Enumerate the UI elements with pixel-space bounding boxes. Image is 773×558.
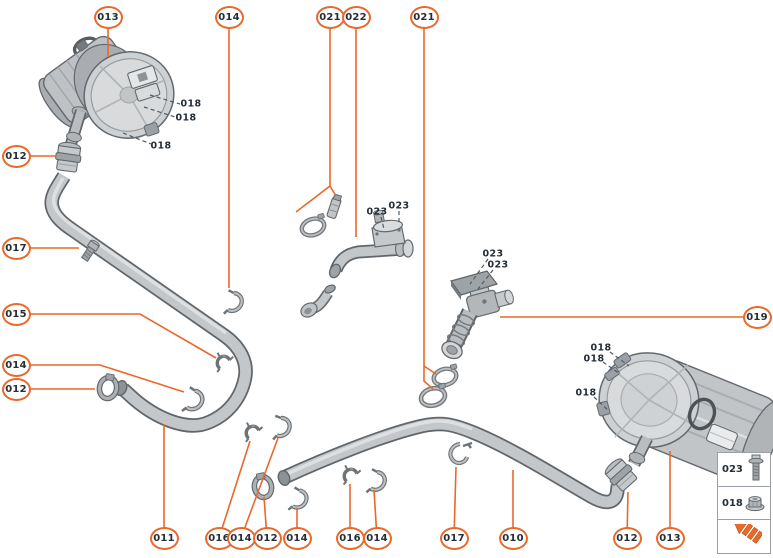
callout-013[interactable]: 013	[93, 5, 123, 29]
callout-017[interactable]: 017	[439, 526, 469, 550]
callout-021[interactable]: 021	[315, 5, 345, 29]
part-label-018: 018	[590, 342, 612, 354]
direction-arrow-icon	[732, 523, 762, 544]
valve-019	[441, 270, 514, 360]
legend-box: 023 018	[717, 452, 771, 554]
callout-014[interactable]: 014	[1, 353, 31, 377]
legend-row-bolt: 023	[718, 453, 770, 487]
callout-012[interactable]: 012	[1, 377, 31, 401]
dashed-leaders	[122, 94, 630, 412]
callout-014[interactable]: 014	[362, 526, 392, 550]
connector-012-left	[55, 141, 82, 173]
callout-013[interactable]: 013	[655, 526, 685, 550]
part-label-023: 023	[487, 259, 509, 271]
legend-row-direction	[718, 520, 770, 553]
legend-bolt-label: 023	[722, 463, 743, 475]
part-label-018: 018	[175, 112, 197, 124]
part-label-018: 018	[150, 140, 172, 152]
part-label-018: 018	[575, 387, 597, 399]
elbow-pipe-022	[328, 209, 414, 279]
hose-011	[44, 172, 253, 433]
part-label-023: 023	[366, 206, 388, 218]
elbow-connector	[300, 284, 336, 318]
connector-012-right	[604, 458, 638, 492]
callout-014[interactable]: 014	[214, 5, 244, 29]
clamp-021-a	[299, 193, 343, 238]
callout-019[interactable]: 019	[742, 305, 772, 329]
air-pump-left	[38, 35, 175, 146]
nut-icon	[745, 496, 765, 512]
bolt-icon	[748, 454, 764, 481]
legend-nut-label: 018	[722, 497, 743, 509]
part-label-023: 023	[482, 248, 504, 260]
callout-012[interactable]: 012	[1, 144, 31, 168]
callout-021[interactable]: 021	[409, 5, 439, 29]
callout-022[interactable]: 022	[341, 5, 371, 29]
hose-010	[277, 416, 626, 510]
callout-017[interactable]: 017	[1, 236, 31, 260]
callout-014[interactable]: 014	[226, 526, 256, 550]
callout-011[interactable]: 011	[149, 526, 179, 550]
part-label-018: 018	[583, 353, 605, 365]
bolt-017	[80, 239, 100, 262]
air-pump-right	[596, 352, 773, 486]
legend-row-nut: 018	[718, 487, 770, 521]
part-label-023: 023	[388, 200, 410, 212]
clip-017-b	[448, 441, 473, 465]
callout-012[interactable]: 012	[252, 526, 282, 550]
callout-012[interactable]: 012	[612, 526, 642, 550]
callout-014[interactable]: 014	[282, 526, 312, 550]
callout-015[interactable]: 015	[1, 302, 31, 326]
part-label-018: 018	[180, 98, 202, 110]
callout-010[interactable]: 010	[498, 526, 528, 550]
callout-016[interactable]: 016	[335, 526, 365, 550]
